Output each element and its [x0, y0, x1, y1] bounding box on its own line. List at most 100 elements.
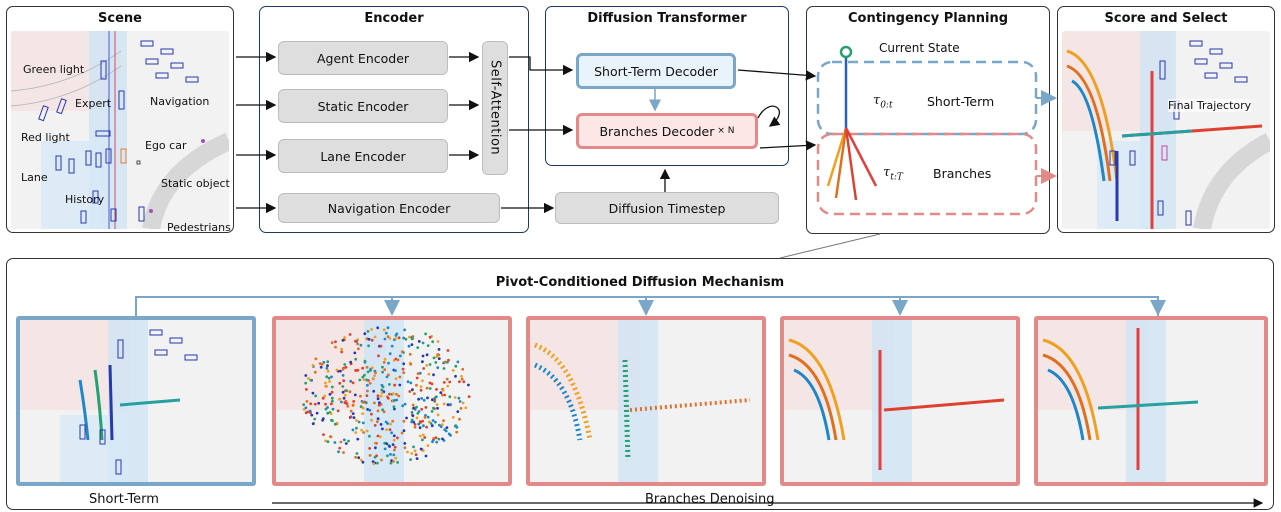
noise-dot: [380, 458, 383, 462]
noise-dot: [313, 370, 317, 374]
noise-dot: [326, 360, 330, 364]
pivot-stage-final: [1034, 316, 1268, 486]
noise-dot: [405, 416, 408, 420]
noise-dot: [333, 441, 337, 444]
noise-dot: [373, 424, 377, 427]
noise-dot: [392, 434, 396, 438]
noise-dot: [365, 378, 368, 382]
noise-dot: [319, 365, 323, 369]
noise-dot: [329, 435, 333, 439]
pivot-short-term-label: Short-Term: [89, 492, 159, 507]
noise-dot: [431, 340, 435, 344]
noise-dot: [370, 412, 373, 416]
noise-dot: [381, 365, 384, 369]
noise-dot: [356, 437, 360, 441]
noise-dot: [428, 335, 432, 339]
noise-dot: [360, 428, 363, 432]
noise-dot: [391, 419, 395, 423]
noise-dot: [415, 383, 418, 387]
noise-dot: [330, 375, 333, 379]
noise-dot: [364, 401, 368, 405]
noise-dot: [410, 420, 414, 424]
noise-dot: [410, 343, 414, 346]
noise-dot: [366, 389, 369, 393]
noise-dot: [373, 335, 377, 339]
noise-dot: [462, 380, 466, 384]
noise-dot: [329, 412, 333, 415]
noise-dot: [324, 381, 327, 385]
noise-dot: [435, 403, 439, 406]
noise-dot: [457, 396, 461, 400]
noise-dot: [354, 455, 357, 459]
noise-dot: [372, 462, 376, 466]
noise-dot: [370, 418, 373, 422]
noise-dot: [408, 352, 412, 356]
noise-dot: [411, 403, 415, 407]
noise-dot: [388, 352, 392, 356]
noise-dot: [382, 328, 386, 332]
self-attention-box: Self-Attention: [482, 41, 508, 175]
noise-dot: [311, 364, 315, 367]
noise-dot: [428, 387, 432, 390]
noise-dot: [362, 378, 366, 381]
noise-dot: [365, 429, 369, 433]
noise-dot: [354, 369, 357, 372]
noise-dot: [396, 436, 399, 440]
noise-dot: [398, 375, 402, 379]
noise-dot: [402, 371, 406, 375]
noise-dot: [393, 445, 397, 449]
noise-dot: [441, 389, 445, 392]
noise-dot: [381, 370, 384, 374]
noise-dot: [458, 380, 461, 384]
encoder-panel: Encoder Agent Encoder Static Encoder Lan…: [259, 6, 529, 233]
noise-dot: [403, 402, 407, 406]
noise-dot: [375, 441, 378, 445]
noise-dot: [334, 340, 337, 344]
noise-dot: [359, 458, 363, 462]
noise-dot: [368, 381, 372, 385]
noise-dot: [359, 405, 363, 408]
noise-dot: [381, 408, 384, 412]
noise-dot: [400, 350, 404, 354]
contingency-panel: Contingency Planning Current State τ0:t …: [806, 6, 1050, 234]
noise-dot: [419, 385, 423, 388]
noise-dot: [357, 347, 360, 351]
noise-dot: [454, 364, 458, 368]
noise-dot: [461, 367, 465, 371]
noise-dot: [425, 386, 429, 390]
noise-dot: [376, 397, 380, 401]
noise-dot: [416, 346, 420, 349]
noise-dot: [363, 359, 367, 363]
noise-dot: [325, 375, 329, 379]
noise-dot: [393, 448, 396, 452]
score-title: Score and Select: [1104, 11, 1228, 26]
noise-dot: [428, 381, 432, 385]
noise-dot: [442, 367, 446, 370]
noise-dot: [390, 344, 394, 348]
noise-dot: [310, 413, 314, 417]
noise-dot: [404, 337, 408, 341]
noise-dot: [330, 396, 334, 400]
branches-decoder-multiplier: × N: [717, 126, 735, 136]
noise-dot: [429, 422, 433, 425]
noise-dot: [451, 369, 455, 372]
noise-dot: [388, 392, 391, 396]
noise-dot: [326, 411, 330, 415]
noise-dot: [397, 336, 401, 340]
noise-dot: [342, 396, 346, 400]
noise-dot: [322, 360, 326, 364]
noise-dot: [412, 445, 415, 449]
noise-dot: [355, 452, 359, 455]
noise-dot: [311, 391, 315, 395]
encoder-title: Encoder: [364, 11, 424, 26]
noise-dot: [444, 429, 448, 433]
noise-dot: [354, 431, 358, 434]
label-static-object: Static object: [161, 177, 230, 190]
noise-dot: [436, 340, 440, 343]
noise-dot: [391, 392, 395, 396]
noise-dot: [403, 446, 407, 450]
tau-short-subscript: 0:t: [880, 100, 893, 111]
noise-dot: [413, 425, 417, 429]
pivot-stage-short-term: [16, 316, 256, 486]
noise-dot: [443, 360, 447, 364]
